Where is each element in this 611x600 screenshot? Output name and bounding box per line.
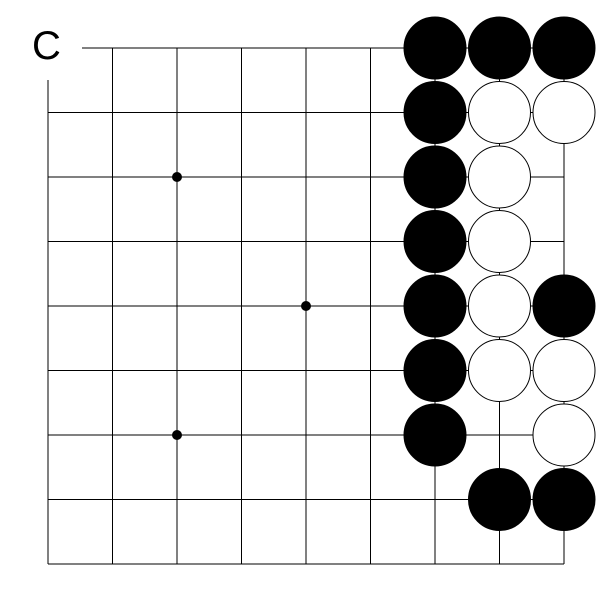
black-stone — [468, 16, 531, 80]
white-stone — [468, 145, 531, 209]
black-stone — [403, 145, 467, 209]
star-points — [172, 172, 311, 440]
white-stone — [532, 81, 596, 144]
star-point — [172, 430, 182, 440]
black-stone — [403, 210, 467, 273]
diagram-label: C — [32, 24, 61, 68]
black-stone — [403, 403, 467, 467]
white-stone — [468, 339, 531, 402]
white-stone — [532, 403, 596, 467]
black-stone — [403, 274, 467, 338]
white-stone — [468, 210, 531, 273]
black-stone — [403, 16, 467, 80]
star-point — [301, 301, 311, 311]
black-stone — [532, 468, 596, 531]
white-stone — [468, 274, 531, 338]
white-stone — [468, 81, 531, 144]
black-stone — [532, 16, 596, 80]
black-stone — [468, 468, 531, 531]
black-stone — [532, 274, 596, 338]
black-stone — [403, 339, 467, 402]
stones-layer — [403, 16, 596, 531]
star-point — [172, 172, 182, 182]
white-stone — [532, 339, 596, 402]
black-stone — [403, 81, 467, 144]
